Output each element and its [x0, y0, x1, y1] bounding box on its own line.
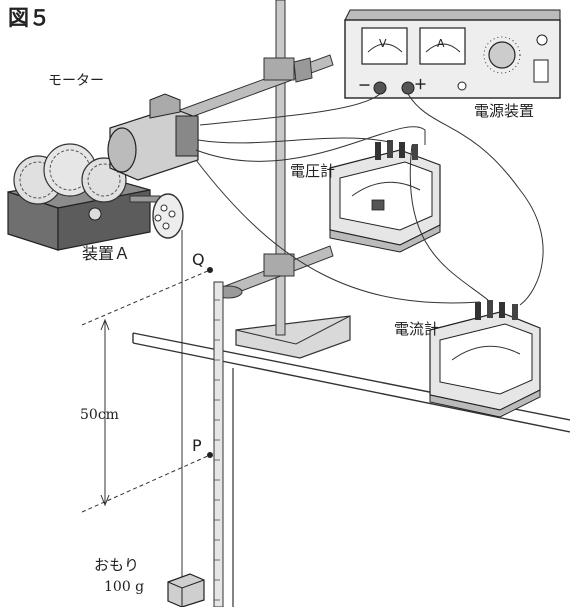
point-q-label: Q [192, 250, 205, 269]
minus-terminal-label: － [358, 79, 372, 94]
power-supply [344, 9, 561, 99]
weight-label-line1: おもり [94, 556, 140, 574]
point-p-label: P [192, 436, 202, 455]
wires [195, 93, 544, 306]
power-volt-dial-symbol: V [379, 37, 387, 50]
motor [107, 93, 199, 181]
power-supply-label: 電源装置 [474, 102, 535, 120]
figure-title: 図５ [8, 6, 50, 30]
ammeter-label: 電流計 [394, 320, 440, 338]
device-a-label: 装置Ａ [82, 244, 131, 263]
motor-label: モーター [48, 73, 104, 89]
measurement-guides [81, 269, 211, 513]
power-amp-dial-symbol: A [437, 37, 445, 50]
point-q-marker [207, 267, 213, 273]
pulley [129, 193, 184, 239]
lower-clamp-arm [213, 245, 334, 299]
upper-clamp-arm [179, 54, 334, 121]
distance-label: 50cm [80, 407, 119, 423]
ring-stand [235, 0, 351, 359]
string-and-weight [167, 230, 205, 607]
voltmeter-label: 電圧計 [290, 162, 336, 180]
ammeter [429, 300, 541, 418]
weight-label-line2: 100 g [104, 579, 145, 595]
scale-ruler [213, 281, 224, 607]
plus-terminal-label: ＋ [414, 78, 428, 93]
voltmeter [329, 140, 441, 253]
